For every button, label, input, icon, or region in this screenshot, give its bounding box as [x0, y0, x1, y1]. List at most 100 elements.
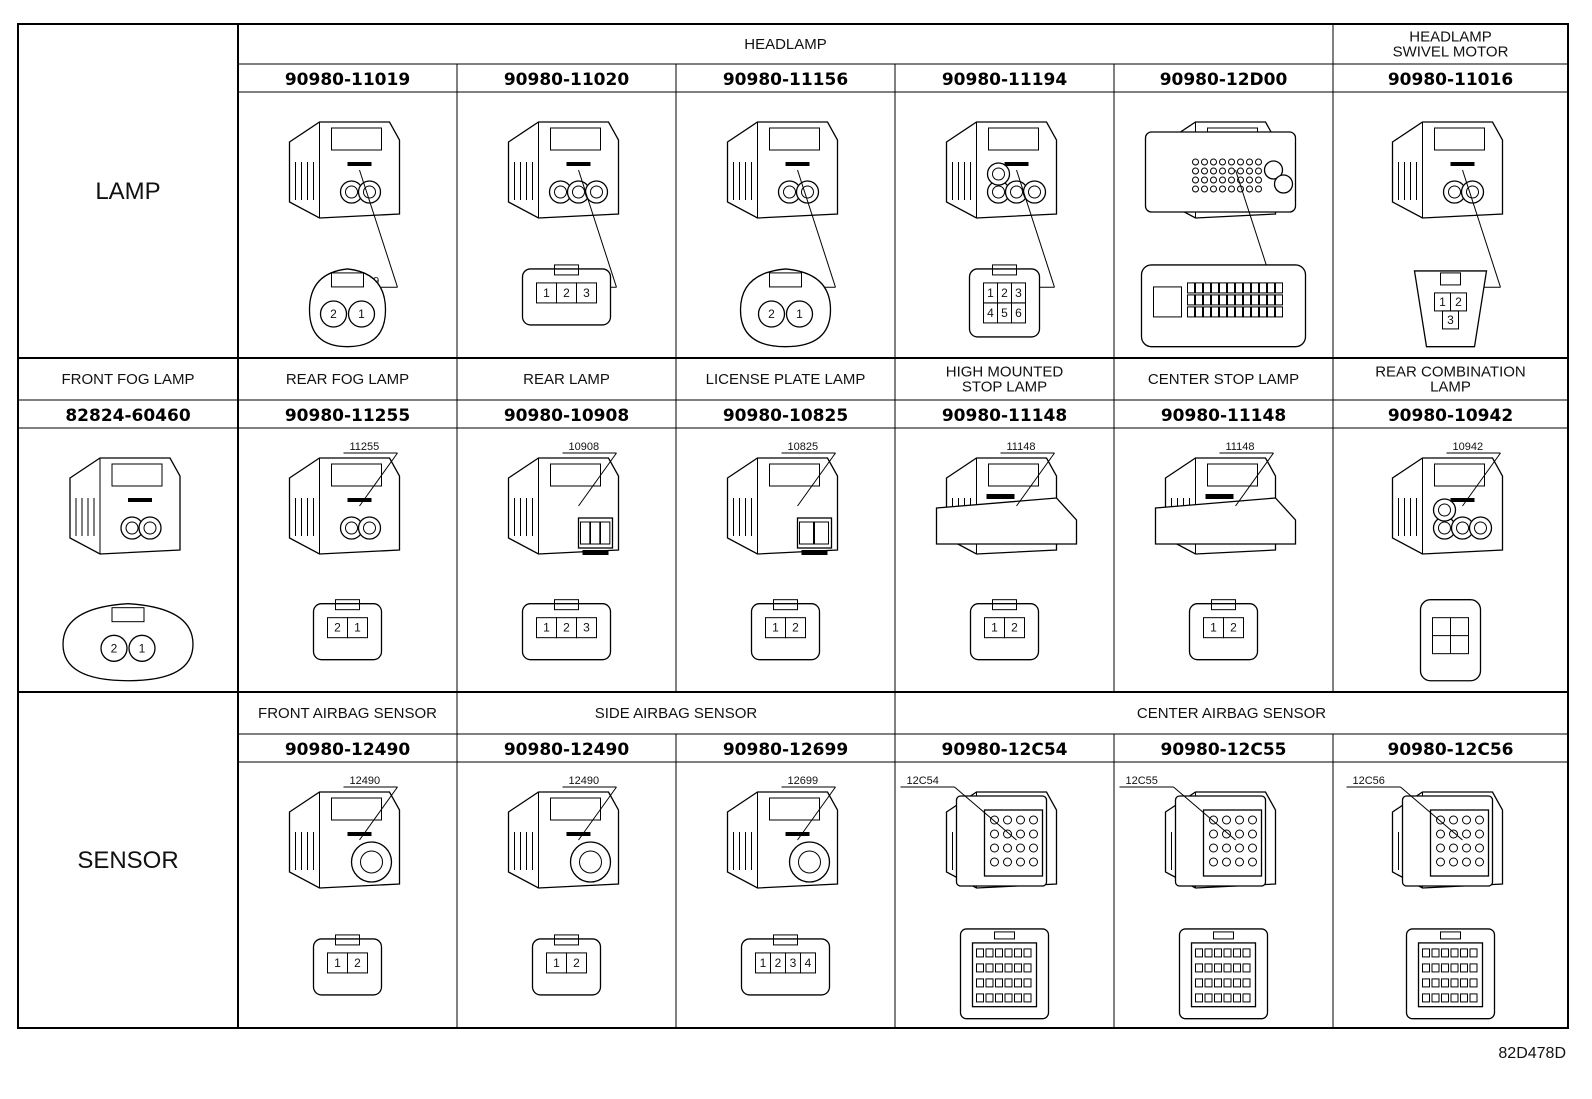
cavity	[1195, 948, 1203, 958]
cavity	[1450, 978, 1459, 988]
cavity	[1014, 993, 1022, 1003]
cavity	[1023, 993, 1032, 1003]
column-header: LAMP	[1430, 379, 1471, 396]
terminal-inner	[992, 167, 1005, 181]
cavity	[1251, 294, 1259, 306]
cavity	[566, 952, 587, 974]
terminal-inner	[1448, 185, 1461, 199]
pin-hole	[1003, 857, 1012, 867]
part-number: 90980-12490	[504, 740, 630, 760]
pin-hole	[1449, 843, 1458, 853]
pin-hole	[1201, 185, 1208, 193]
pin-number: 1	[1439, 295, 1446, 309]
pin-hole	[1219, 176, 1226, 184]
marking	[1205, 494, 1234, 499]
pin-number: 1	[987, 286, 994, 300]
terminal	[357, 180, 382, 204]
cavity	[1014, 948, 1022, 958]
connector-11156: 1115621	[726, 121, 839, 348]
cavity	[1422, 963, 1430, 973]
callout-leader	[359, 169, 398, 288]
pin-hole	[1192, 185, 1199, 193]
pin-hole	[1255, 185, 1262, 193]
part-number: 90980-11194	[942, 70, 1068, 90]
pin-hole	[1209, 857, 1218, 867]
pin-number: 3	[583, 621, 590, 635]
cavity	[1441, 993, 1449, 1003]
pin-number: 2	[334, 621, 341, 635]
terminal-inner	[1438, 521, 1451, 535]
pin-hole	[990, 843, 999, 853]
pin-hole	[1246, 158, 1253, 166]
cavity	[580, 521, 591, 545]
latch	[550, 127, 601, 151]
cavity	[1441, 978, 1449, 988]
pin-hole	[1235, 815, 1244, 825]
pin-hole	[1436, 857, 1445, 867]
cavity	[1211, 306, 1219, 318]
terminal	[569, 841, 612, 883]
pin-number: 2	[1230, 621, 1237, 635]
cavity	[1422, 993, 1430, 1003]
terminal-inner	[1456, 521, 1469, 535]
terminal-inner	[1466, 185, 1479, 199]
terminal-inner	[801, 185, 814, 199]
pin-number: 5	[1001, 306, 1008, 320]
cavity	[576, 282, 597, 304]
latch	[988, 463, 1039, 487]
housing-outline	[69, 457, 181, 555]
pin-number: 2	[563, 286, 570, 300]
lock	[554, 599, 579, 611]
terminal-inner	[590, 185, 603, 199]
column-header: LICENSE PLATE LAMP	[706, 371, 866, 388]
terminal-inner	[783, 185, 796, 199]
cavity	[1004, 978, 1013, 988]
pin-number: 6	[1015, 306, 1022, 320]
cavity	[1004, 963, 1013, 973]
cavity	[1431, 993, 1440, 1003]
pin-hole	[1475, 843, 1484, 853]
terminal-inner	[143, 521, 157, 535]
cavity	[1431, 963, 1440, 973]
pin-hole	[990, 829, 999, 839]
cavity	[347, 952, 368, 974]
pin-hole	[1029, 829, 1038, 839]
callout-label: 11148	[1007, 441, 1036, 453]
cavity	[1227, 306, 1235, 318]
cavity	[1014, 963, 1022, 973]
pin-hole	[1201, 176, 1208, 184]
housing-body	[935, 497, 1078, 545]
pin-hole	[1016, 815, 1025, 825]
lock	[769, 272, 802, 288]
callout-label: 12490	[569, 775, 600, 787]
column-header: REAR LAMP	[523, 371, 610, 388]
cavity	[1235, 306, 1243, 318]
column-header: CENTER AIRBAG SENSOR	[1137, 705, 1326, 722]
terminal-inner	[579, 850, 602, 874]
marking	[1004, 162, 1029, 166]
cavity	[1195, 282, 1203, 294]
cavity	[1275, 306, 1283, 318]
lock	[992, 264, 1017, 276]
part-number: 90980-11156	[723, 70, 848, 90]
pin-hole	[1248, 843, 1257, 853]
pin-number: 1	[139, 641, 146, 655]
pin-hole	[1462, 815, 1471, 825]
pin-hole	[1246, 167, 1253, 175]
cavity	[1422, 948, 1430, 958]
pin-number: 3	[790, 956, 797, 970]
column-header: STOP LAMP	[962, 379, 1047, 396]
part-number: 90980-10825	[723, 406, 848, 426]
cavity	[100, 634, 128, 662]
callout-label: 10942	[1453, 441, 1484, 453]
callout-label: 12C56	[1353, 775, 1385, 787]
terminal	[1468, 516, 1493, 540]
connector-11194: 11194123456	[945, 121, 1058, 338]
pin-number: 1	[1210, 621, 1217, 635]
cavity	[1243, 282, 1251, 294]
cavity	[814, 521, 829, 545]
lock	[554, 264, 579, 276]
